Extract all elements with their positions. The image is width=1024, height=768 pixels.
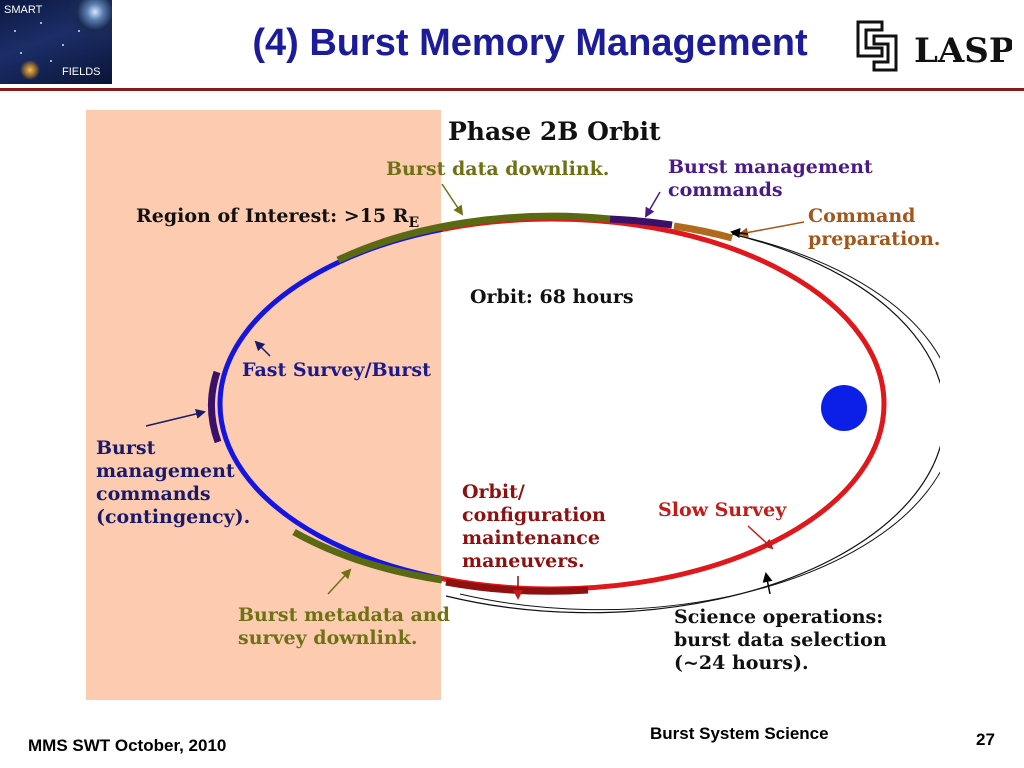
metadata-downlink-label: Burst metadata and survey downlink. bbox=[238, 604, 457, 649]
science-operations-arc bbox=[445, 233, 946, 614]
science-ops-arrow bbox=[762, 572, 773, 595]
contingency-label: Burst management commands (contingency). bbox=[96, 437, 250, 528]
cu-emblem-icon bbox=[856, 20, 898, 72]
diagram-title: Phase 2B Orbit bbox=[448, 117, 661, 146]
metadata-downlink-arrow bbox=[327, 568, 352, 595]
logo-bottom-text: FIELDS bbox=[62, 66, 101, 78]
slow-survey-arrow bbox=[747, 525, 774, 550]
smart-fields-logo: SMART FIELDS bbox=[0, 0, 112, 84]
burst-downlink-arrow bbox=[441, 183, 464, 216]
footer-meeting: MMS SWT October, 2010 bbox=[28, 736, 227, 755]
header-divider bbox=[0, 88, 1024, 91]
cu-lasp-logo: LASP bbox=[852, 16, 1014, 78]
science-ops-label: Science operations: burst data selection… bbox=[674, 606, 893, 674]
burst-downlink-segment bbox=[336, 212, 611, 264]
command-prep-arrow bbox=[738, 221, 805, 238]
page-number: 27 bbox=[976, 730, 995, 749]
contingency-mgmt-segment bbox=[208, 370, 222, 444]
slide-title: (4) Burst Memory Management bbox=[252, 22, 808, 64]
science-ops-end-arrow bbox=[730, 228, 749, 238]
footer-section: Burst System Science bbox=[650, 724, 829, 743]
science-ops-inner-arc bbox=[459, 235, 957, 611]
orbit-fast-survey-segment bbox=[217, 226, 442, 582]
region-of-interest-area bbox=[86, 110, 441, 700]
orbit-period-label: Orbit: 68 hours bbox=[470, 286, 634, 308]
region-label: Region of Interest: >15 RE bbox=[136, 205, 419, 231]
burst-mgmt-segment bbox=[609, 215, 673, 229]
orbit-maintenance-label: Orbit/ configuration maintenance maneuve… bbox=[462, 481, 612, 572]
lasp-wordmark: LASP bbox=[914, 31, 1012, 71]
burst-mgmt-arrow bbox=[644, 191, 661, 218]
logo-top-text: SMART bbox=[4, 4, 43, 16]
contingency-arrow bbox=[145, 409, 206, 427]
burst-downlink-label: Burst data downlink. bbox=[386, 158, 609, 180]
fast-survey-label: Fast Survey/Burst bbox=[242, 359, 431, 381]
burst-mgmt-label: Burst management commands bbox=[668, 156, 879, 201]
orbit-diagram: Phase 2B Orbit Burst data downlink. Burs… bbox=[80, 104, 957, 709]
command-prep-label: Command preparation. bbox=[808, 205, 940, 250]
fast-survey-arrow bbox=[254, 340, 271, 357]
slow-survey-label: Slow Survey bbox=[658, 499, 787, 521]
metadata-downlink-segment bbox=[292, 528, 443, 584]
earth-icon bbox=[821, 385, 867, 431]
